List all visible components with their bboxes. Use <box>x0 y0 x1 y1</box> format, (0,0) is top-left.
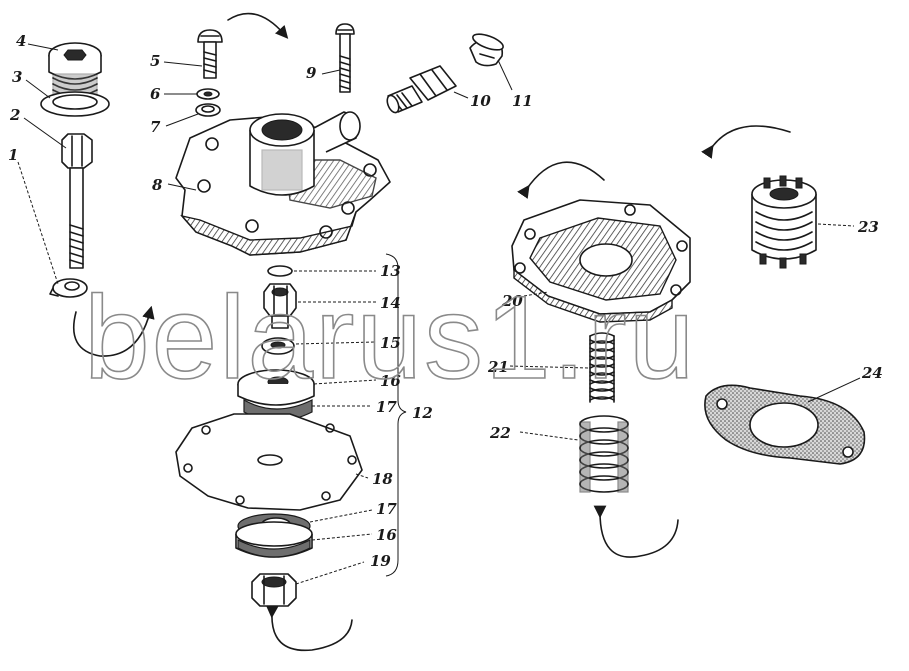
washer-part-3 <box>40 91 110 117</box>
gasket-part-24 <box>704 384 866 465</box>
callout-6: 6 <box>150 85 161 103</box>
assembly-bracket-12 <box>385 253 407 577</box>
callout-12: 12 <box>412 404 433 422</box>
callout-14: 14 <box>380 294 401 312</box>
callout-18: 18 <box>372 470 393 488</box>
callout-15: 15 <box>380 334 401 352</box>
nut-part-19 <box>251 573 297 607</box>
fitting-part-10 <box>386 65 457 114</box>
callout-17-bottom: 17 <box>376 500 397 518</box>
nut-part-14 <box>263 283 297 329</box>
callout-21: 21 <box>487 358 509 376</box>
spring-part-21 <box>589 332 615 403</box>
callout-16-top: 16 <box>380 372 401 390</box>
cap-part-11 <box>469 33 504 67</box>
callout-13: 13 <box>380 262 401 280</box>
diaphragm-part-18 <box>175 413 363 511</box>
washer-part-15 <box>261 337 295 355</box>
cup-part-16-bottom <box>235 521 313 558</box>
callout-7: 7 <box>150 118 161 136</box>
callout-20: 20 <box>501 292 523 310</box>
o-ring-part-13 <box>267 265 293 277</box>
callout-22: 22 <box>489 424 511 442</box>
cup-part-16-top <box>237 369 315 406</box>
callout-8: 8 <box>152 176 163 194</box>
callout-1: 1 <box>8 146 18 164</box>
callout-4: 4 <box>16 32 26 50</box>
callout-labels: 4 3 2 1 5 6 7 8 9 10 11 13 14 15 16 17 1… <box>8 32 883 570</box>
rotation-arrows <box>72 12 791 652</box>
callout-16-bottom: 16 <box>376 526 397 544</box>
watermark-text: belarus1.ru <box>84 272 696 404</box>
callout-23: 23 <box>857 218 879 236</box>
washer-part-6 <box>196 88 220 100</box>
leader-lines <box>17 43 861 585</box>
bolt-part-2 <box>61 133 93 269</box>
callout-24: 24 <box>861 364 883 382</box>
callout-9: 9 <box>306 64 317 82</box>
flange-part-20 <box>511 199 691 323</box>
housing-part-8 <box>175 111 391 256</box>
screw-part-5 <box>197 29 223 79</box>
castle-nut-part-23 <box>751 175 817 269</box>
lock-washer-part-1 <box>49 278 88 298</box>
callout-17-top: 17 <box>376 398 397 416</box>
callout-2: 2 <box>9 106 20 124</box>
callout-5: 5 <box>150 52 160 70</box>
callout-11: 11 <box>512 92 533 110</box>
spring-part-22 <box>579 415 629 493</box>
callout-3: 3 <box>12 68 22 86</box>
callout-19: 19 <box>370 552 391 570</box>
screw-part-9 <box>335 23 355 93</box>
callout-10: 10 <box>470 92 491 110</box>
washer-part-7 <box>195 103 221 117</box>
